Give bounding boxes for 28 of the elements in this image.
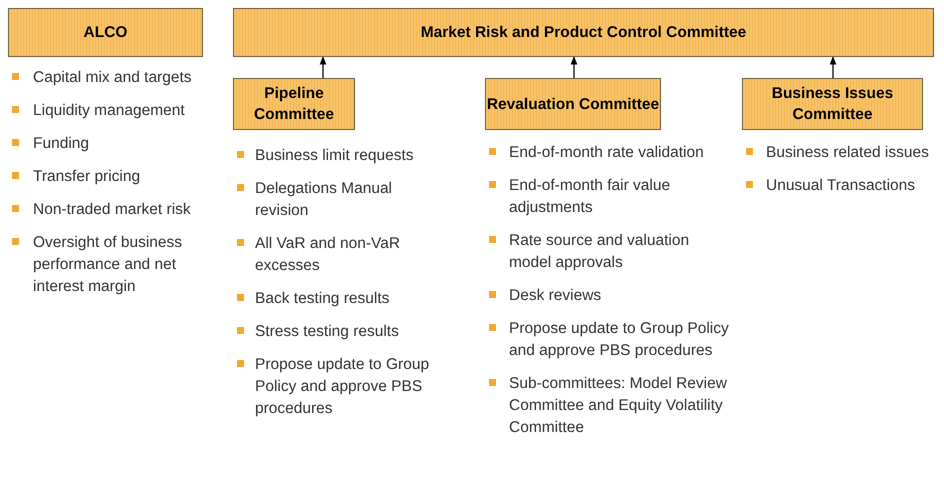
- bullet-text: Non-traded market risk: [33, 200, 192, 220]
- bullet-text: Propose update to Group Policy and approve PBS procedures: [255, 355, 430, 419]
- arrow: [570, 56, 578, 78]
- committee-box: ALCO: [8, 8, 203, 57]
- bullet-text: Back testing results: [255, 289, 390, 309]
- bullet-text: Funding: [33, 134, 90, 154]
- bullet-text: Capital mix and targets: [33, 68, 193, 88]
- bullet-text: Propose update to Group Policy and approve PBS procedures: [509, 319, 729, 361]
- bullet-text: End-of-month fair value adjustments: [509, 176, 672, 218]
- bullet-text: Unusual Transactions: [766, 176, 916, 196]
- bullet-text: Transfer pricing: [33, 167, 142, 187]
- arrow: [320, 56, 326, 78]
- committee-box: Business Issues Committee: [742, 78, 923, 130]
- committee-box: Market Risk and Product Control Committee: [233, 8, 934, 57]
- arrow: [830, 56, 836, 78]
- bullet-text: Sub-committees: Model Review Committee and Equity Volatility Committee: [509, 374, 728, 438]
- bullet-text: Business limit requests: [255, 146, 415, 166]
- bullet-text: Rate source and valuation model approvals: [509, 231, 690, 273]
- committee-box: Pipeline Committee: [233, 78, 355, 130]
- bullet-text: Liquidity management: [33, 101, 186, 121]
- bullet-text: Oversight of business performance and net interest margin: [33, 233, 184, 297]
- bullet-text: End-of-month rate validation: [509, 143, 705, 163]
- committee-box: Revaluation Committee: [485, 78, 661, 130]
- bullet-text: Stress testing results: [255, 322, 400, 342]
- bullet-text: Delegations Manual revision: [255, 179, 394, 221]
- bullet-text: All VaR and non-VaR excesses: [255, 234, 402, 276]
- bullet-text: Desk reviews: [509, 286, 602, 306]
- bullet-text: Business related issues: [766, 143, 930, 163]
